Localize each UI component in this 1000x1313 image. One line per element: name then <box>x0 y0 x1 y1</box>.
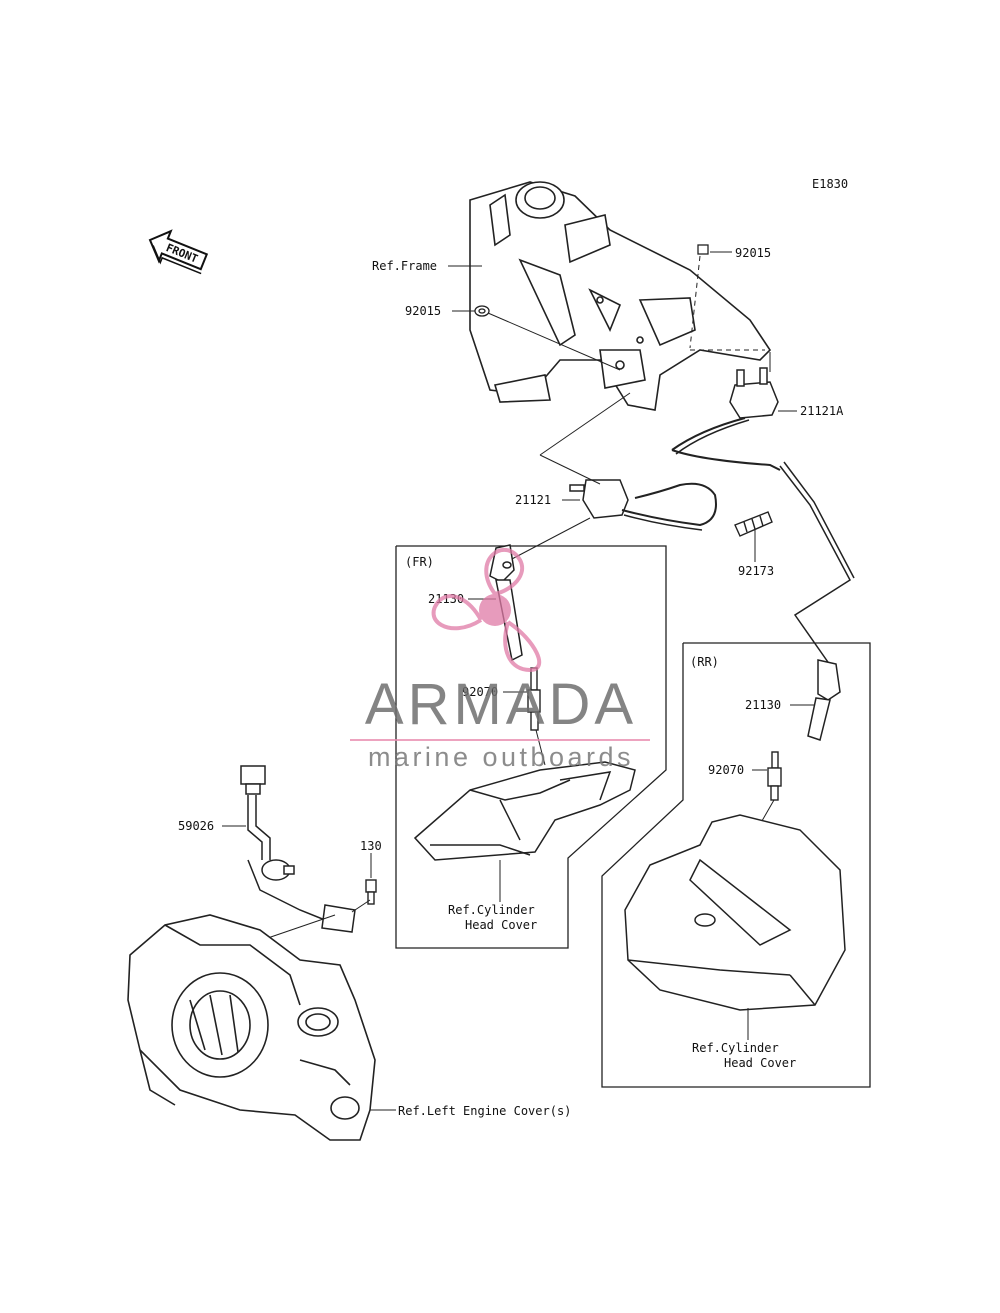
ref-cylinder-rr-line2: Head Cover <box>724 1056 796 1070</box>
part-92070-fr-label: 92070 <box>462 685 498 699</box>
part-59026-label: 59026 <box>178 819 214 833</box>
diagram-code: E1830 <box>812 177 848 191</box>
clamp-92173 <box>734 511 773 537</box>
watermark-title: ARMADA <box>364 672 638 737</box>
cylinder-head-cover-rr <box>624 814 846 1011</box>
part-92015-top-label: 92015 <box>735 246 771 260</box>
ref-cylinder-fr-line1: Ref.Cylinder <box>448 903 535 917</box>
rr-box <box>601 642 871 1088</box>
ref-left-engine-cover-label: Ref.Left Engine Cover(s) <box>398 1104 571 1118</box>
nut-92015-top <box>697 244 709 255</box>
part-21121a-label: 21121A <box>800 404 844 418</box>
watermark-subtitle: marine outboards <box>367 742 635 772</box>
part-21130-rr-label: 21130 <box>745 698 781 712</box>
fr-box-label: (FR) <box>405 555 434 569</box>
rr-box-label: (RR) <box>690 655 719 669</box>
part-92015-left-label: 92015 <box>405 304 441 318</box>
sensor-59026 <box>240 765 356 933</box>
left-engine-cover <box>127 914 376 1141</box>
part-21121-label: 21121 <box>515 493 551 507</box>
cylinder-head-cover-fr <box>413 761 636 861</box>
bolt-130 <box>365 879 377 905</box>
plug-cap-rr <box>807 659 841 741</box>
ignition-coil-21121a <box>671 367 781 471</box>
part-92173-label: 92173 <box>738 564 774 578</box>
plug-wire-rr <box>779 461 855 666</box>
nut-92015-left <box>474 305 490 317</box>
ref-frame-label: Ref.Frame <box>372 259 437 273</box>
ref-cylinder-rr-line1: Ref.Cylinder <box>692 1041 779 1055</box>
ref-cylinder-fr-line2: Head Cover <box>465 918 537 932</box>
frame-drawing <box>469 181 772 411</box>
part-92070-rr-label: 92070 <box>708 763 744 777</box>
spark-plug-rr <box>767 751 782 801</box>
armada-propeller-logo-icon <box>431 547 542 673</box>
front-arrow-icon: FRONT <box>148 229 209 275</box>
watermark-divider <box>350 739 650 741</box>
ignition-coil-21121 <box>569 479 717 531</box>
part-130-label: 130 <box>360 839 382 853</box>
fr-box <box>395 545 667 949</box>
